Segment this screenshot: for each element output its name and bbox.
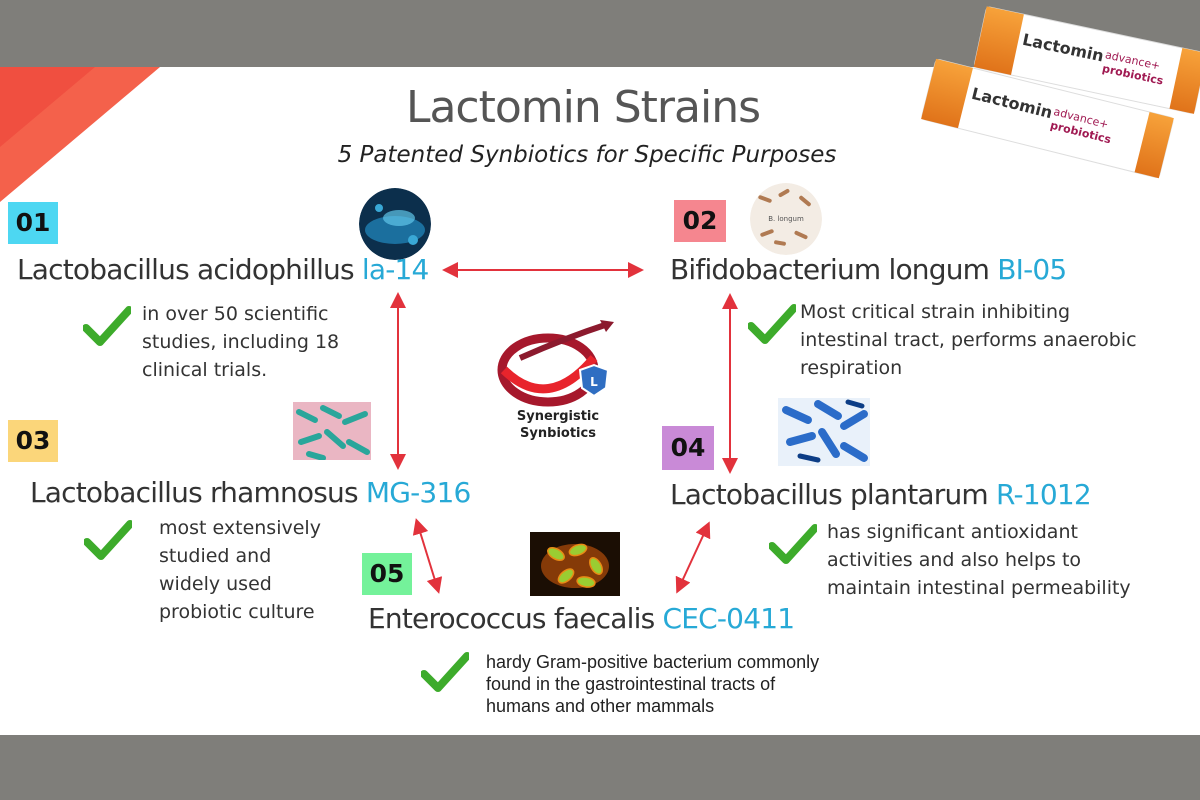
page-title: Lactomin Strains bbox=[405, 82, 761, 133]
strain-05-description: hardy Gram-positive bacterium commonly f… bbox=[486, 652, 820, 716]
strain-02-name: Bifidobacterium longum BI-05 bbox=[670, 253, 1067, 286]
product-sachets-image: Lactomin advance+ probiotics Lactomin ad… bbox=[921, 6, 1200, 179]
strain-03-description: most extensively studied and widely used… bbox=[159, 517, 321, 623]
page-subtitle: 5 Patented Synbiotics for Specific Purpo… bbox=[337, 142, 837, 168]
strain-01-name: Lactobacillus acidophillus la-14 bbox=[17, 253, 429, 286]
bottom-frame-band bbox=[0, 735, 1200, 800]
arrow-03-05 bbox=[412, 518, 443, 594]
infographic-slide bbox=[0, 67, 1200, 735]
center-logo-line1: Synergistic bbox=[516, 409, 600, 424]
corner-decoration-inner bbox=[0, 67, 95, 147]
strain-02-check-icon bbox=[748, 304, 796, 344]
strain-04-badge: 04 bbox=[662, 426, 714, 470]
strain-03-image bbox=[293, 402, 371, 460]
strain-05-check-icon bbox=[421, 652, 469, 692]
strain-01-badge: 01 bbox=[8, 202, 58, 244]
strain-04-check-icon bbox=[769, 524, 817, 564]
strain-04-description: has significant antioxidant activities a… bbox=[827, 521, 1131, 599]
strain-01-image bbox=[359, 188, 431, 260]
strain-05-badge: 05 bbox=[362, 553, 412, 595]
strain-02-badge: 02 bbox=[674, 200, 726, 242]
strain-04-name: Lactobacillus plantarum R-1012 bbox=[670, 478, 1092, 511]
svg-text:B. longum: B. longum bbox=[768, 215, 804, 223]
strain-03-name: Lactobacillus rhamnosus MG-316 bbox=[30, 476, 471, 509]
strain-02-description: Most critical strain inhibiting intestin… bbox=[800, 301, 1137, 379]
strain-05-image bbox=[530, 532, 620, 596]
center-logo-label: Synergistic Synbiotics bbox=[498, 408, 618, 442]
arrow-04-05 bbox=[675, 521, 711, 594]
strain-02-image: B. longum bbox=[750, 183, 822, 255]
svg-text:L: L bbox=[590, 375, 598, 389]
strain-04-image bbox=[778, 398, 870, 466]
center-logo-line2: Synbiotics bbox=[520, 426, 596, 441]
strain-05-name: Enterococcus faecalis CEC-0411 bbox=[368, 602, 795, 635]
strain-01-check-icon bbox=[83, 306, 131, 346]
strain-03-badge: 03 bbox=[8, 420, 58, 462]
strain-03-check-icon bbox=[84, 520, 132, 560]
synergy-logo-icon: L bbox=[497, 320, 614, 407]
strain-01-description: in over 50 scientific studies, including… bbox=[142, 303, 340, 381]
